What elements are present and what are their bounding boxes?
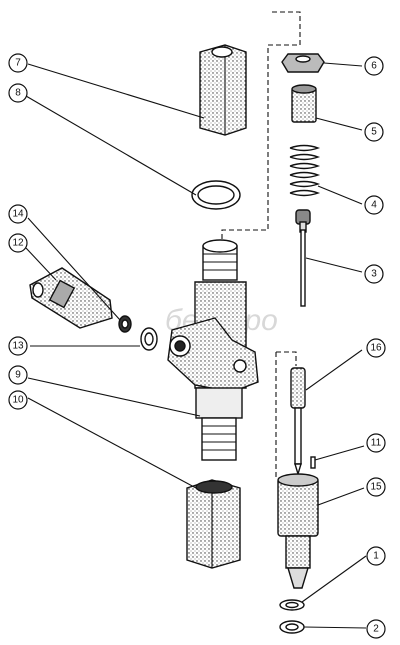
callout-15: 15 [366,477,386,497]
leader-line-4 [317,185,363,205]
part-7-cap-nut [199,44,247,136]
svg-text:14: 14 [12,209,24,220]
callout-9: 9 [8,365,28,385]
part-5-spring-cap [291,84,317,123]
part-12-inlet-connector [29,267,113,329]
svg-text:15: 15 [370,482,382,493]
callout-2: 2 [366,619,386,639]
part-4-spring [289,144,321,197]
part-16-needle [290,367,306,477]
leader-line-9 [27,377,201,417]
part-3-push-rod [295,209,311,307]
svg-text:13: 13 [12,341,24,352]
svg-text:10: 10 [12,395,24,406]
svg-text:4: 4 [371,200,377,211]
leader-line-3 [305,257,363,273]
leader-line-11 [314,445,365,461]
svg-text:3: 3 [371,269,377,280]
part-2-seal-ring [279,620,305,634]
part-6-nut [281,53,325,73]
svg-text:7: 7 [15,58,21,69]
callout-14: 14 [8,204,28,224]
callout-6: 6 [364,56,384,76]
svg-text:6: 6 [371,61,377,72]
part-13-washer [140,327,158,351]
leader-line-7 [27,63,205,119]
assembly-guide-line-lower [276,351,297,366]
leader-line-1 [301,555,367,603]
leader-line-5 [315,117,363,131]
leader-line-14 [27,217,121,321]
leader-line-10 [27,397,197,489]
svg-text:2: 2 [373,624,379,635]
part-8-washer [191,180,241,210]
part-11-pin [310,456,316,469]
svg-text:11: 11 [371,438,382,449]
callout-7: 7 [8,53,28,73]
leader-line-2 [303,626,367,629]
callout-4: 4 [364,195,384,215]
leader-line-8 [25,95,197,196]
leader-line-16 [305,349,363,391]
callout-3: 3 [364,264,384,284]
part-10-nozzle-nut [186,479,241,569]
callout-8: 8 [8,83,28,103]
callout-13: 13 [8,336,28,356]
svg-text:8: 8 [15,88,21,99]
callout-12: 12 [8,233,28,253]
leader-line-6 [323,62,363,67]
callout-16: 16 [366,338,386,358]
leader-line-15 [317,487,365,506]
part-15-nozzle [277,473,319,589]
assembly-guide-line [221,11,301,245]
part-14-seal [118,315,132,333]
callout-1: 1 [366,546,386,566]
svg-text:5: 5 [371,127,377,138]
svg-text:16: 16 [370,343,382,354]
leader-line-12 [25,247,57,281]
injector-body [167,239,259,461]
svg-text:9: 9 [15,370,21,381]
callout-5: 5 [364,122,384,142]
callout-11: 11 [366,433,386,453]
part-1-washer [279,599,305,611]
callout-10: 10 [8,390,28,410]
svg-text:12: 12 [12,238,24,249]
svg-text:1: 1 [373,551,379,562]
